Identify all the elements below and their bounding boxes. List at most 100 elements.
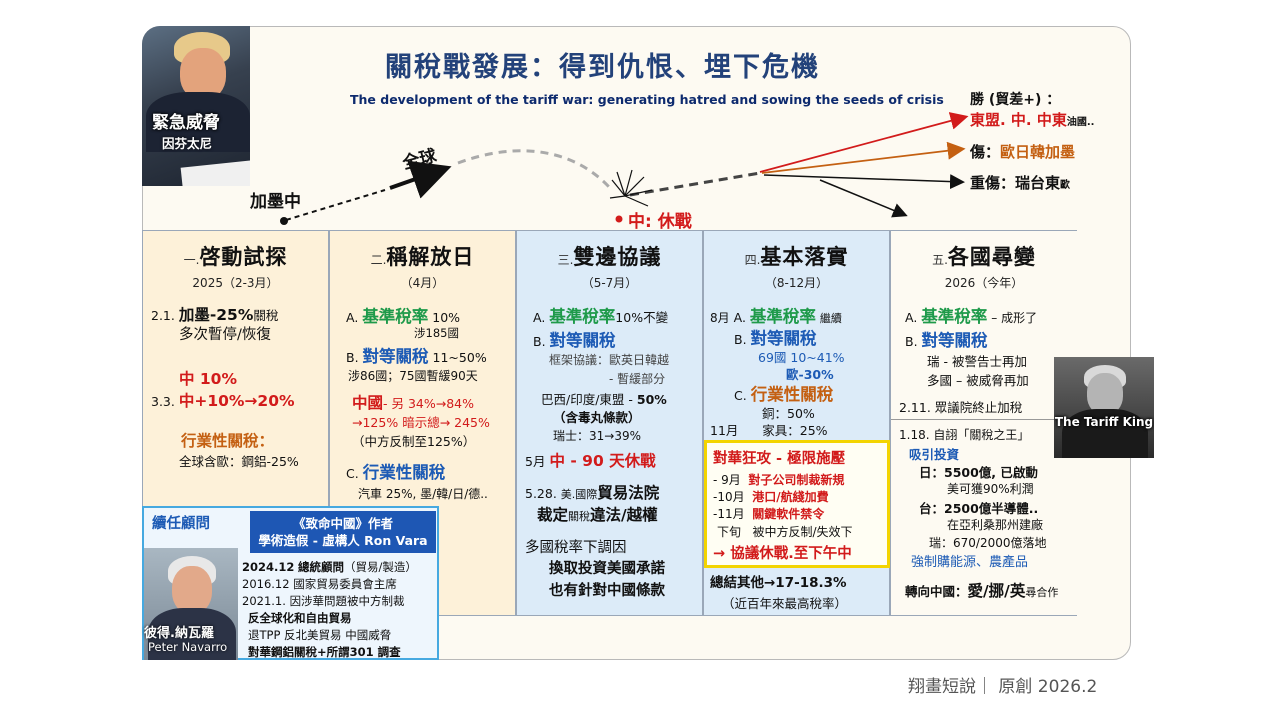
c4-c-sub1: 銅：50% <box>762 406 815 421</box>
phase-1-date: 2025（2-3月） <box>192 276 279 290</box>
c5-jp2: 美可獲90%利潤 <box>947 482 1034 496</box>
c2-b-sub: 涉86國；75國暫緩90天 <box>348 369 478 383</box>
phase-3-column: 三.雙邊協議 （5-7月） A. 基準稅率10%不變 B. 對等關稅 框架協議：… <box>516 230 703 616</box>
c3-f3: 巴西/印度/東盟 - 50% <box>541 392 667 407</box>
nav-suit <box>148 608 236 660</box>
tk-face <box>1087 373 1123 415</box>
c3-down1: 多國稅率下調因 <box>525 540 627 556</box>
win-small: 油國.. <box>1066 117 1095 128</box>
c5-tw2: 在亞利桑那州建廠 <box>947 518 1044 532</box>
box-title: 對華狂攻 - 極限施壓 <box>713 451 846 467</box>
navarro-heading: 續任顧問 <box>152 516 210 532</box>
phase-3-date: （5-7月） <box>581 276 638 290</box>
c3-down3: 也有針對中國條款 <box>549 583 665 599</box>
c5-b2: 多國 – 被威脅再加 <box>927 373 1029 388</box>
box-line2: -10月 港口/航綫加費 <box>713 490 829 504</box>
page-subtitle: The development of the tariff war: gener… <box>350 92 944 107</box>
dash-segment-2 <box>629 171 761 197</box>
page-title: 關稅戰發展：得到仇恨、埋下危機 <box>385 52 820 83</box>
c3-may: 5月 中 - 90 天休戰 <box>525 452 656 470</box>
nav-r2: 2016.12 國家貿易委員會主席 <box>242 577 397 591</box>
navarro-name-cn: 彼得.納瓦羅 <box>144 626 214 641</box>
photo-face <box>180 48 226 100</box>
box-line5: → 協議休戰.至下午中 <box>713 546 852 562</box>
hurt-items: 歐日韓加墨 <box>1000 143 1076 161</box>
c1-line4: 3.3. 中+10%→20% <box>151 392 295 410</box>
c3-f1: 框架協議：歐英日韓越 <box>549 353 670 367</box>
c2-a: A. 基準稅率 10% <box>346 307 461 326</box>
win-label: 勝 (貿差+) ： <box>970 92 1061 108</box>
c1-line5: 行業性關稅： <box>181 432 275 450</box>
photo-suit <box>146 92 250 152</box>
c5-king2: 吸引投資 <box>909 447 960 462</box>
truce-dot <box>615 215 623 223</box>
truce-label: 中: 休戰 <box>628 212 692 232</box>
nav-face <box>172 566 212 614</box>
trump-signing-photo <box>142 26 250 186</box>
severe-small: 歐 <box>1060 180 1071 191</box>
china-pressure-box: 對華狂攻 - 極限施壓 - 9月 對子公司制裁新規 -10月 港口/航綫加費 -… <box>704 440 890 568</box>
c5-b: B. 對等關稅 <box>905 331 988 350</box>
navarro-banner-line2: 學術造假 - 虛構人 Ron Vara <box>258 533 428 548</box>
c5-king1: 1.18. 自詡「關稅之王」 <box>899 428 1030 442</box>
c5-b1: 瑞 - 被警告士再加 <box>927 354 1027 369</box>
phase-2-heading: 二.稱解放日 <box>370 245 475 269</box>
win-items: 東盟. 中. 中東 <box>970 111 1067 129</box>
navarro-photo <box>144 548 238 660</box>
navarro-box: 續任顧問 《致命中國》作者 學術造假 - 虛構人 Ron Vara 彼得.納瓦羅… <box>142 506 439 660</box>
c1-line1: 2.1. 加墨-25%關稅 <box>151 306 279 324</box>
c1-line2: 多次暫停/恢復 <box>179 327 271 343</box>
dash-segment-gray <box>457 149 612 190</box>
c5-divider <box>891 419 1055 420</box>
c2-c: C. 行業性關稅 <box>346 463 446 482</box>
tariff-king-caption: The Tariff King <box>1054 415 1154 429</box>
c3-a: A. 基準稅率10%不變 <box>533 307 669 326</box>
timeline-start-dot <box>280 217 288 225</box>
c2-cn2: →125% 暗示總→ 245% <box>352 415 490 430</box>
photo-caption-emergency: 緊急威脅 <box>152 113 220 133</box>
box-line3: -11月 關鍵軟件禁令 <box>713 507 825 521</box>
box-line4: 下旬 被中方反制/失效下 <box>717 525 853 539</box>
c4-b: B. 對等關稅 <box>734 329 817 348</box>
down-arrow <box>819 179 908 218</box>
phase-5-column: 五.各國尋變 2026（今年） A. 基準稅率 – 成形了 B. 對等關稅 瑞 … <box>890 230 1077 616</box>
severe-row: 重傷：瑞台東歐 <box>970 172 1070 193</box>
c3-down2: 換取投資美國承諾 <box>549 561 665 577</box>
phase-3-heading: 三.雙邊協議 <box>557 245 662 269</box>
c4-c: C. 行業性關稅 <box>734 385 834 404</box>
navarro-name-en: Peter Navarro <box>148 640 228 654</box>
c4-a: 8月 A. 基準稅率 繼續 <box>710 307 842 326</box>
c4-sum1: 總結其他→17-18.3% <box>710 575 847 591</box>
c5-a: A. 基準稅率 – 成形了 <box>905 307 1038 326</box>
c3-b: B. 對等關稅 <box>533 331 616 350</box>
tariff-king-photo: The Tariff King <box>1054 357 1154 458</box>
tk-suit <box>1062 409 1148 458</box>
c2-a-sub: 涉185國 <box>414 326 459 340</box>
c3-court: 5.28. 美.國際貿易法院 <box>525 484 660 502</box>
c4-b-sub2: 歐-30% <box>786 367 834 382</box>
c5-jp1: 日：5500億, 已啟動 <box>919 465 1038 480</box>
win-row: 東盟. 中. 中東油國.. <box>970 109 1094 130</box>
nav-r3: 2021.1. 因涉華問題被中方制裁 <box>242 594 405 608</box>
c5-tw1: 台：2500億半導體.. <box>919 501 1039 516</box>
c3-court2: 裁定關稅違法/越權 <box>537 506 658 524</box>
hurt-row: 傷：歐日韓加墨 <box>970 141 1075 162</box>
phase-5-heading: 五.各國尋變 <box>932 245 1036 269</box>
hurt-label: 傷： <box>970 143 1001 161</box>
c1-line3: 中 10% <box>179 370 237 388</box>
burst-arrows <box>609 169 653 207</box>
severe-label: 重傷：瑞台東 <box>970 174 1061 192</box>
c4-b-sub1: 69國 10~41% <box>758 350 845 365</box>
c5-senate: 2.11. 眾議院終止加稅 <box>899 400 1023 415</box>
nav-r5: 退TPP 反北美貿易 中國威脅 <box>248 628 392 642</box>
footer-credit: 翔畫短說｜ 原創 2026.2 <box>908 677 1098 697</box>
phase-4-heading: 四.基本落實 <box>744 245 849 269</box>
photo-caption-fentanyl: 因芬太尼 <box>162 136 213 151</box>
global-arrow <box>389 160 452 199</box>
phase-5-date: 2026（今年） <box>944 276 1024 290</box>
c2-cn3: （中方反制至125%） <box>352 434 476 449</box>
phase-4-date: （8-12月） <box>764 276 829 290</box>
nav-r1: 2024.12 總統顧問（貿易/製造） <box>242 560 417 574</box>
c2-c-sub: 汽車 25%, 墨/韓/日/德.. <box>358 487 488 501</box>
